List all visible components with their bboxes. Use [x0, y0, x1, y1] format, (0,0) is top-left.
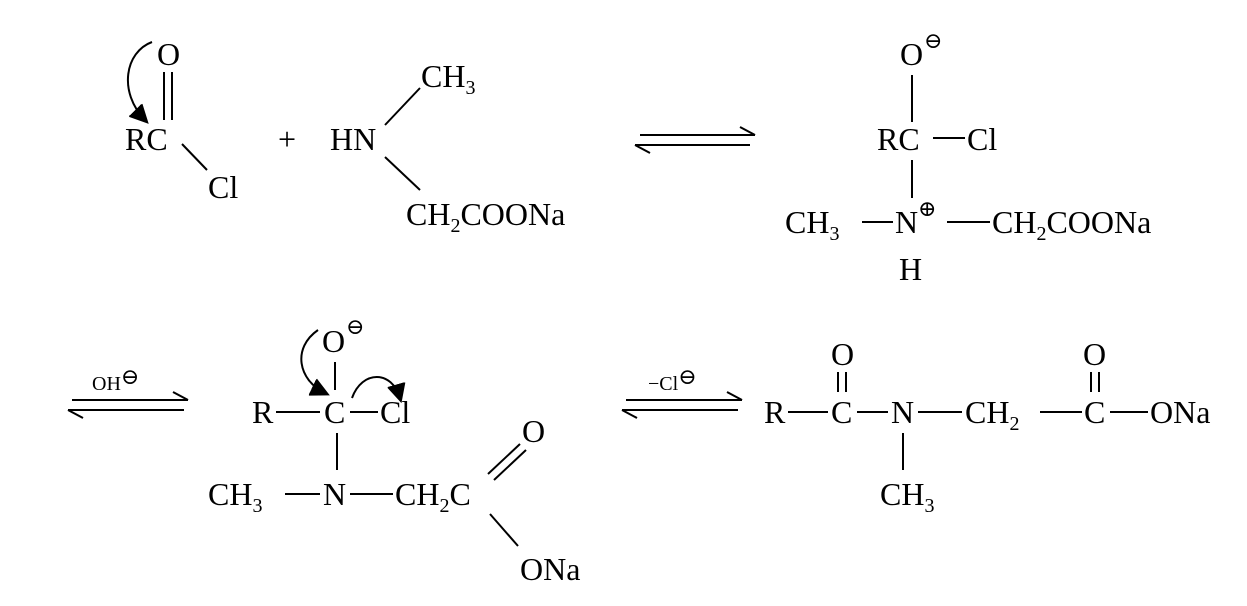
- equilibrium-arrow-2: OH⊖: [67, 364, 189, 419]
- intermediate-2-n: N: [323, 476, 346, 512]
- product-r: R: [764, 394, 786, 430]
- product-o1: O: [831, 336, 854, 372]
- product-o2: O: [1083, 336, 1106, 372]
- intermediate-2-c-ona-bond: [489, 513, 519, 547]
- intermediate-2-ona: ONa: [520, 551, 580, 587]
- acyl-chloride: O RC Cl: [125, 36, 238, 205]
- arrow-2-reagent: OH⊖: [92, 364, 139, 395]
- curved-arrow-ccl: [351, 376, 400, 398]
- intermediate-1-ch3: CH3: [785, 204, 839, 245]
- curved-arrow-o-to-c: [300, 329, 325, 393]
- sarcosinate-hn: HN: [330, 121, 376, 157]
- product-c1: C: [831, 394, 852, 430]
- acyl-chloride-o: O: [157, 36, 180, 72]
- sarcosinate-n-ch2-bond: [384, 156, 421, 191]
- product-c2: C: [1084, 394, 1105, 430]
- intermediate-2-ch3: CH3: [208, 476, 262, 517]
- intermediate-2-c: C: [324, 394, 345, 430]
- intermediate-2-cl: Cl: [380, 394, 410, 430]
- intermediate-1-cl: Cl: [967, 121, 997, 157]
- intermediate-1-h: H: [899, 251, 922, 287]
- intermediate-2: O ⊖ R C Cl CH3 N CH2C O ONa: [208, 314, 580, 587]
- product-n: N: [891, 394, 914, 430]
- sarcosinate-ch2coona: CH2COONa: [406, 196, 565, 237]
- intermediate-2-co-double-2: [493, 449, 527, 481]
- intermediate-1-o-charge: ⊖: [924, 28, 942, 53]
- product-ch3: CH3: [880, 476, 934, 517]
- intermediate-1-n-charge: ⊕: [918, 196, 936, 221]
- sarcosinate-ch3: CH3: [421, 58, 475, 99]
- intermediate-1: O ⊖ RC Cl CH3 N ⊕ CH2COONa H: [785, 28, 1151, 287]
- intermediate-2-r: R: [252, 394, 274, 430]
- sarcosinate: HN CH3 CH2COONa: [330, 58, 565, 237]
- sarcosinate-n-ch3-bond: [384, 87, 421, 126]
- acyl-chloride-ccl-bond: [181, 143, 208, 171]
- arrow-3-reagent: −Cl⊖: [648, 364, 697, 395]
- equilibrium-arrow-3: −Cl⊖: [621, 364, 743, 419]
- intermediate-2-co-double-1: [487, 443, 521, 475]
- intermediate-2-ch2c: CH2C: [395, 476, 471, 517]
- intermediate-2-o: O: [322, 323, 345, 359]
- product-ch2: CH2: [965, 394, 1019, 435]
- acyl-chloride-rc: RC: [125, 121, 168, 157]
- acyl-chloride-cl: Cl: [208, 169, 238, 205]
- curved-arrow-co: [126, 41, 153, 120]
- intermediate-2-carbonyl-o: O: [522, 413, 545, 449]
- intermediate-1-ch2coona: CH2COONa: [992, 204, 1151, 245]
- intermediate-1-n: N: [895, 204, 918, 240]
- product-ona: ONa: [1150, 394, 1210, 430]
- product: O R C N CH2 O C ONa CH3: [764, 336, 1210, 517]
- intermediate-1-o: O: [900, 36, 923, 72]
- intermediate-2-o-charge: ⊖: [346, 314, 364, 339]
- plus-sign: +: [278, 121, 296, 157]
- intermediate-1-rc: RC: [877, 121, 920, 157]
- equilibrium-arrow-1: [634, 126, 756, 154]
